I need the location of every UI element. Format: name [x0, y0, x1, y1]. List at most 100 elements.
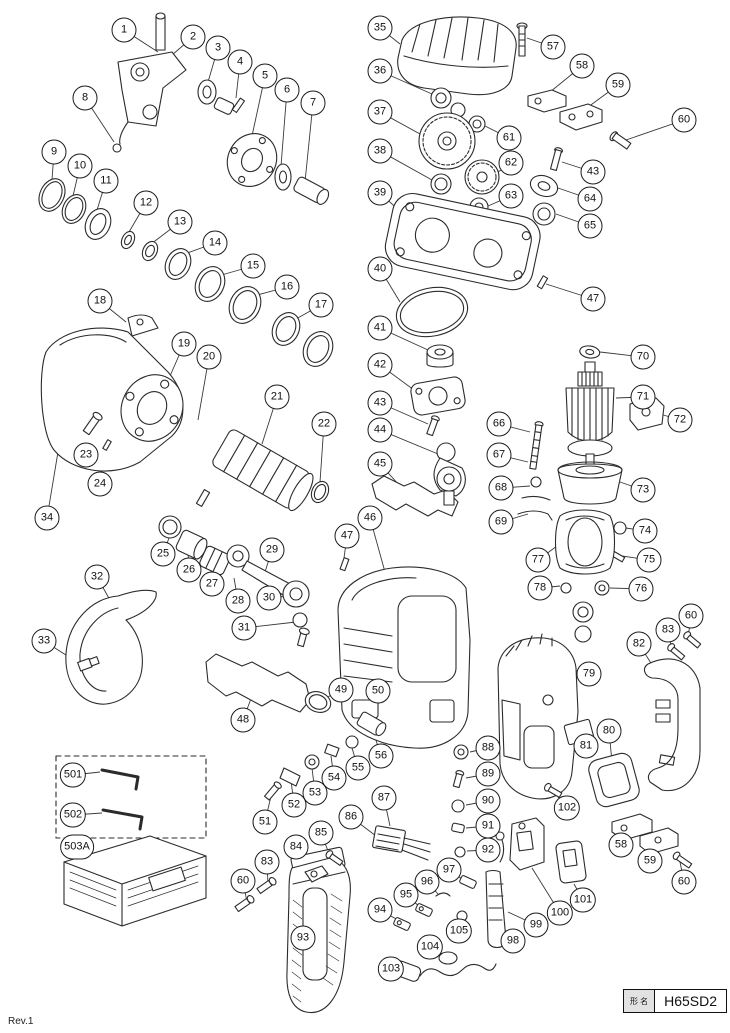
callout-42: 42 [367, 352, 393, 378]
callout-39: 39 [367, 180, 393, 206]
model-number: H65SD2 [664, 993, 717, 1009]
callout-77: 77 [525, 547, 551, 573]
part-stator [554, 509, 616, 575]
callout-23: 23 [73, 442, 99, 468]
part-oring-49 [304, 691, 332, 713]
callout-59: 59 [637, 848, 663, 874]
callout-58: 58 [569, 53, 595, 79]
callout-5: 5 [252, 63, 278, 89]
callout-97: 97 [436, 857, 462, 883]
callout-50: 50 [365, 678, 391, 704]
callout-43: 43 [367, 390, 393, 416]
part-screw-60-top [609, 131, 632, 150]
revision-label: Rev.1 [8, 1016, 34, 1027]
callout-19: 19 [171, 331, 197, 357]
callout-73: 73 [630, 477, 656, 503]
callout-56: 56 [368, 743, 394, 769]
callout-54: 54 [321, 765, 347, 791]
part-fan-guide [557, 461, 623, 505]
callout-62: 62 [498, 150, 524, 176]
part-bearing-plate [410, 376, 466, 416]
part-cord-ring [438, 951, 458, 965]
callout-100: 100 [546, 900, 574, 926]
callout-102: 102 [553, 795, 581, 821]
callout-63: 63 [498, 183, 524, 209]
part-washers-below-stator [572, 601, 594, 643]
callout-87: 87 [371, 785, 397, 811]
callout-4: 4 [227, 49, 253, 75]
part-crank-housing [337, 566, 471, 749]
part-pin-47b [339, 557, 350, 572]
callout-95: 95 [393, 882, 419, 908]
part-brackets-bottomright [611, 813, 679, 855]
part-motor-housing [497, 633, 579, 800]
callout-10: 10 [67, 153, 93, 179]
callout-3: 3 [205, 35, 231, 61]
part-terminal-block [304, 825, 431, 883]
callout-72: 72 [667, 407, 693, 433]
callout-20: 20 [196, 344, 222, 370]
callout-28: 28 [225, 588, 251, 614]
callout-45: 45 [367, 451, 393, 477]
callout-92: 92 [475, 837, 501, 863]
part-pin-47 [536, 275, 549, 290]
part-screw-60br [672, 851, 693, 869]
callout-49: 49 [328, 677, 354, 703]
callout-66: 66 [486, 411, 512, 437]
callout-47: 47 [580, 286, 606, 312]
part-small-hardware [264, 711, 387, 801]
callout-40: 40 [367, 256, 393, 282]
part-crank-lever [112, 12, 187, 153]
callout-33: 33 [31, 628, 57, 654]
part-damper [426, 344, 454, 368]
callout-22: 22 [311, 411, 337, 437]
part-gasket-upper [371, 475, 459, 517]
model-titleblock: 形 名 H65SD2 [623, 989, 727, 1013]
callout-9: 9 [41, 139, 67, 165]
callout-85: 85 [308, 820, 334, 846]
callout-16: 16 [274, 274, 300, 300]
callout-21: 21 [264, 384, 290, 410]
part-top-cover [397, 16, 517, 96]
callout-65: 65 [577, 213, 603, 239]
callout-58: 58 [608, 832, 634, 858]
callout-82: 82 [626, 631, 652, 657]
part-gear-cover [384, 192, 541, 291]
callout-90: 90 [475, 788, 501, 814]
callout-64: 64 [577, 186, 603, 212]
callout-15: 15 [240, 253, 266, 279]
callout-60: 60 [671, 107, 697, 133]
callout-35: 35 [367, 15, 393, 41]
part-screw-102 [543, 782, 563, 798]
callout-83: 83 [655, 617, 681, 643]
part-side-handle [65, 589, 157, 705]
part-crank-shaft [433, 442, 466, 506]
part-carrying-case [63, 835, 207, 927]
part-piston-seals [158, 515, 231, 576]
part-handle-cover [643, 658, 701, 792]
part-rubber-boot [588, 752, 640, 808]
callout-502: 502 [59, 802, 87, 828]
callout-81: 81 [573, 733, 599, 759]
callout-71: 71 [630, 384, 656, 410]
callout-32: 32 [84, 564, 110, 590]
callout-2: 2 [180, 24, 206, 50]
callout-11: 11 [93, 168, 119, 194]
callout-14: 14 [202, 230, 228, 256]
callout-26: 26 [176, 557, 202, 583]
part-washer-78 [560, 582, 572, 594]
part-oring-22 [310, 480, 330, 504]
callout-501: 501 [59, 762, 87, 788]
callout-79: 79 [576, 661, 602, 687]
callout-25: 25 [150, 541, 176, 567]
callout-101: 101 [569, 887, 597, 913]
callout-24: 24 [87, 471, 113, 497]
part-connecting-rod [195, 489, 310, 648]
callout-89: 89 [475, 761, 501, 787]
callout-36: 36 [367, 58, 393, 84]
callout-83: 83 [254, 849, 280, 875]
part-gasket-lower [205, 653, 311, 713]
part-switch-assembly [509, 817, 587, 884]
